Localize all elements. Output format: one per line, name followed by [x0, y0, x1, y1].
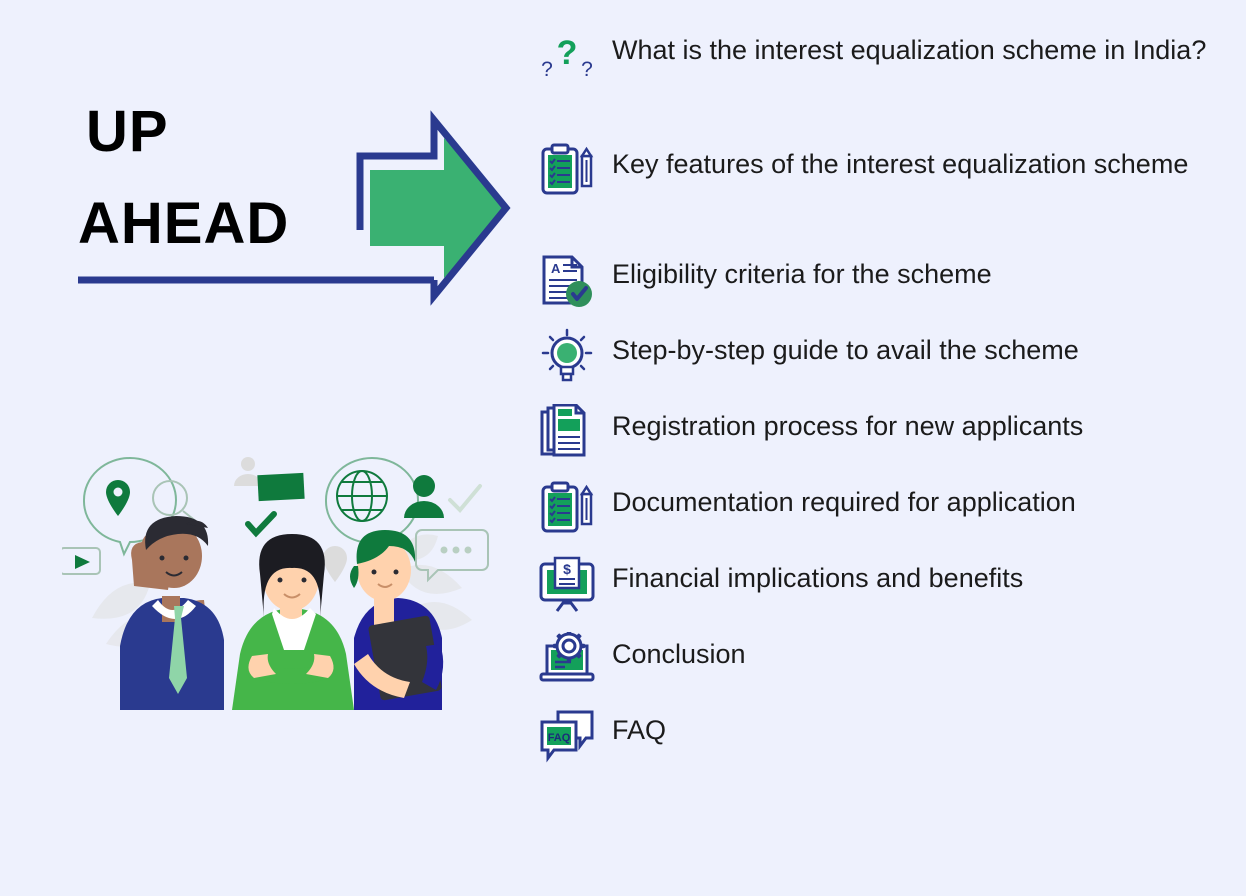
- person-waving: [120, 516, 224, 710]
- svg-text:A: A: [551, 261, 561, 276]
- list-item[interactable]: Conclusion: [536, 630, 1236, 690]
- list-item-label: Financial implications and benefits: [612, 563, 1024, 593]
- list-item-label: Conclusion: [612, 639, 746, 669]
- list-item-label: FAQ: [612, 715, 667, 745]
- list-item-label: Key features of the interest equalizatio…: [612, 149, 1189, 179]
- right-arrow-icon: [62, 108, 522, 308]
- faq-chat-icon: FAQ: [536, 706, 598, 766]
- clipboard-pencil-icon: [536, 478, 598, 538]
- green-rectangle-icon: [257, 472, 305, 502]
- chat-dots-bubble-icon: [415, 529, 489, 583]
- list-item-label: Registration process for new applicants: [612, 411, 1084, 441]
- topic-list: ? ? ? What is the interest equalization …: [536, 26, 1236, 786]
- list-item-label: Documentation required for application: [612, 487, 1076, 517]
- documents-stack-icon: [536, 402, 598, 462]
- list-item-label: Step-by-step guide to avail the scheme: [612, 335, 1079, 365]
- svg-text:FAQ: FAQ: [548, 732, 571, 744]
- list-item[interactable]: Registration process for new applicants: [536, 402, 1236, 462]
- monitor-invoice-icon: $: [536, 554, 598, 614]
- lightbulb-icon: [536, 326, 598, 386]
- location-pin-bubble-icon: [82, 457, 177, 557]
- play-button-icon: [62, 547, 101, 575]
- person-holding-tablet: [350, 530, 444, 710]
- left-panel: UP AHEAD: [0, 0, 520, 896]
- laptop-gear-icon: [536, 630, 598, 690]
- location-pin-icon: [323, 546, 347, 582]
- question-marks-icon: ? ? ?: [536, 26, 598, 86]
- page-title: UP AHEAD: [78, 86, 498, 296]
- svg-text:?: ?: [581, 58, 593, 81]
- list-item-label: Eligibility criteria for the scheme: [612, 259, 992, 289]
- check-icon: [245, 511, 277, 538]
- check-icon: [448, 484, 482, 513]
- svg-text:$: $: [563, 561, 571, 577]
- svg-text:?: ?: [557, 34, 578, 72]
- document-check-icon: A: [536, 250, 598, 310]
- list-item[interactable]: Documentation required for application: [536, 478, 1236, 538]
- user-avatar-icon: [234, 457, 262, 486]
- list-item[interactable]: $ Financial implications and benefits: [536, 554, 1236, 614]
- list-item[interactable]: FAQ FAQ: [536, 706, 1236, 766]
- list-item[interactable]: ? ? ? What is the interest equalization …: [536, 26, 1236, 118]
- list-item[interactable]: A Eligibility criteria for the scheme: [536, 250, 1236, 310]
- title-line-1: UP: [86, 99, 169, 164]
- clipboard-pencil-icon: [536, 140, 598, 200]
- title-line-2: AHEAD: [78, 191, 290, 256]
- team-people-illustration: [62, 438, 518, 710]
- person-arms-crossed: [232, 534, 354, 710]
- list-item-label: What is the interest equalization scheme…: [612, 35, 1207, 65]
- svg-text:?: ?: [541, 58, 553, 81]
- list-item[interactable]: Key features of the interest equalizatio…: [536, 140, 1236, 232]
- user-avatar-icon: [404, 475, 444, 518]
- list-item[interactable]: Step-by-step guide to avail the scheme: [536, 326, 1236, 386]
